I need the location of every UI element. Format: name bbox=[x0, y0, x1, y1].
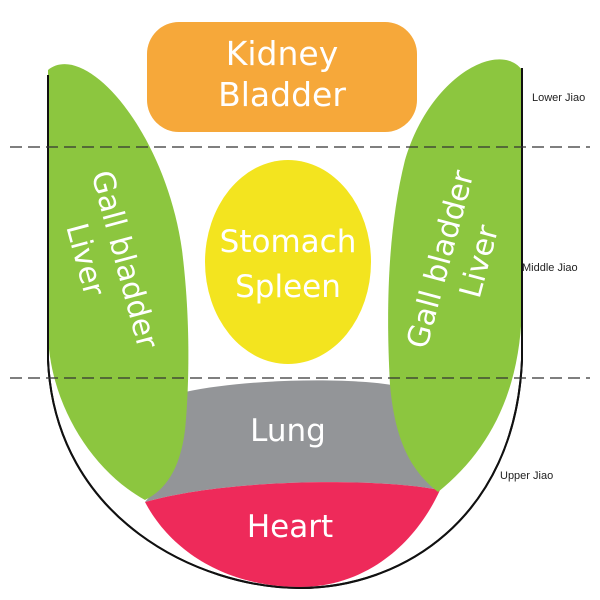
tongue-outline-overlay bbox=[47, 68, 523, 590]
gall-liver-left-region bbox=[48, 64, 189, 501]
lung-label: Lung bbox=[250, 413, 326, 449]
heart-label: Heart bbox=[247, 509, 333, 545]
stomach-label: Stomach bbox=[220, 224, 357, 260]
gall-liver-right-region bbox=[388, 59, 522, 492]
lower-jiao-label: Lower Jiao bbox=[532, 92, 585, 104]
middle-jiao-label: Middle Jiao bbox=[522, 262, 578, 274]
heart-region bbox=[145, 482, 440, 587]
bladder-label: Bladder bbox=[218, 75, 346, 114]
upper-jiao-label: Upper Jiao bbox=[500, 470, 553, 482]
kidney-bladder-region bbox=[147, 22, 417, 132]
kidney-label: Kidney bbox=[226, 34, 339, 73]
spleen-label: Spleen bbox=[235, 269, 341, 305]
stomach-spleen-region bbox=[205, 160, 371, 364]
lung-region bbox=[145, 380, 440, 502]
